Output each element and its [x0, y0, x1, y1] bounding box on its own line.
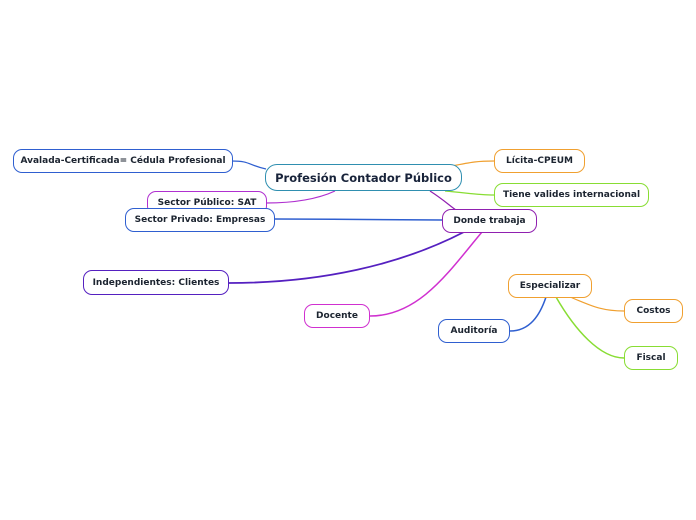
node-fiscal[interactable]: Fiscal: [624, 346, 678, 370]
link-central-avalada: [231, 160, 267, 170]
link-central-licita: [451, 160, 495, 167]
link-central-donde-trabaja: [429, 190, 457, 211]
link-especializar-costos: [569, 296, 625, 312]
central-node[interactable]: Profesión Contador Público: [265, 164, 462, 191]
node-especializar[interactable]: Especializar: [508, 274, 592, 298]
node-sector-privado[interactable]: Sector Privado: Empresas: [125, 208, 275, 232]
node-licita-cpeum[interactable]: Lícita-CPEUM: [494, 149, 585, 173]
node-avalada-certificada[interactable]: Avalada-Certificada= Cédula Profesional: [13, 149, 233, 173]
node-independientes[interactable]: Independientes: Clientes: [83, 270, 229, 295]
link-central-validez: [444, 190, 495, 196]
node-docente[interactable]: Docente: [304, 304, 370, 328]
node-costos[interactable]: Costos: [624, 299, 683, 323]
link-donde-sector-privado: [273, 218, 443, 221]
link-donde-docente: [369, 231, 483, 317]
node-tiene-valides-internacional[interactable]: Tiene valides internacional: [494, 183, 649, 207]
link-especializar-fiscal: [555, 296, 625, 359]
node-donde-trabaja[interactable]: Donde trabaja: [442, 209, 537, 233]
link-donde-independientes: [228, 231, 465, 284]
link-especializar-auditoria: [509, 296, 547, 332]
link-central-sector-publico: [265, 190, 336, 204]
node-auditoria[interactable]: Auditoría: [438, 319, 510, 343]
